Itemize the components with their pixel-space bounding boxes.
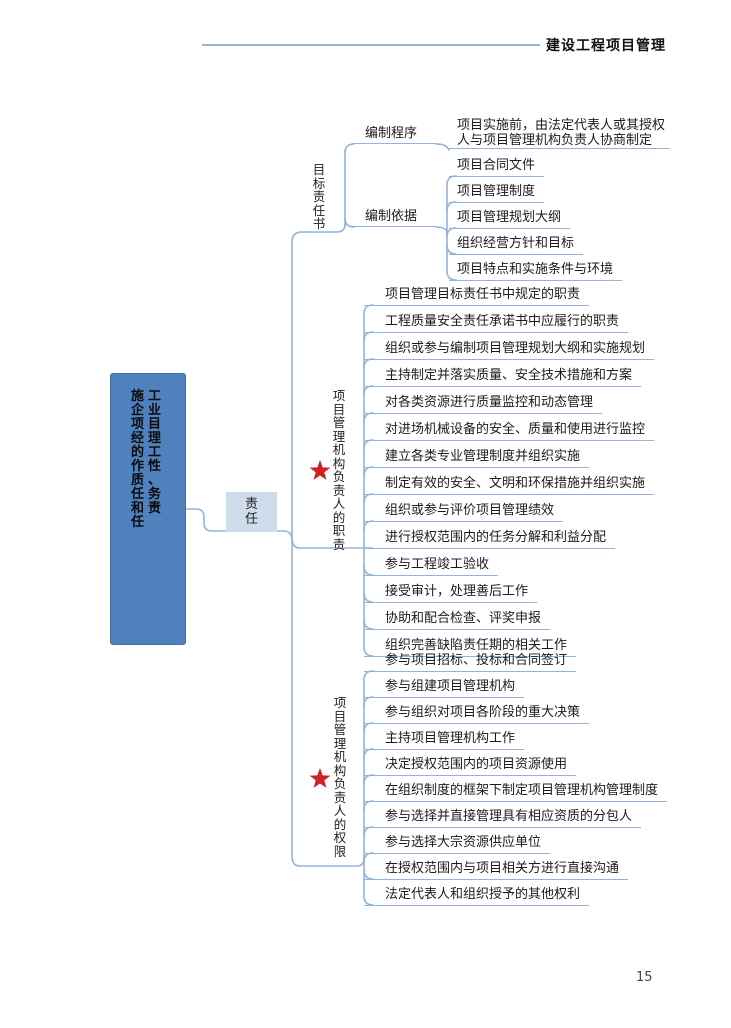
leaf-item: 主持项目管理机构工作 — [364, 730, 525, 750]
branch-label-manager-duties: 项目管理机构负责人的职责 — [332, 388, 346, 552]
leaf-item: 参与工程竣工验收 — [364, 556, 499, 576]
branch-label-target-responsibility-book: 目标责任书 — [312, 162, 326, 231]
branch-label-manager-powers: 项目管理机构负责人的权限 — [333, 695, 347, 859]
leaf-item: 决定授权范围内的项目资源使用 — [364, 756, 577, 776]
leaf-item: 组织或参与编制项目管理规划大纲和实施规划 — [364, 340, 655, 360]
leaf-item: 项目合同文件 — [449, 157, 545, 177]
leaf-item: 协助和配合检查、评奖申报 — [364, 610, 551, 630]
leaf-item: 参与项目招标、投标和合同签订 — [364, 652, 577, 672]
leaf-item: 制定有效的安全、文明和环保措施并组织实施 — [364, 475, 655, 495]
leaf-item: 项目管理规划大纲 — [449, 209, 571, 229]
leaf-item: 组织或参与评价项目管理绩效 — [364, 502, 564, 522]
root-node-label: 施工企业项目经理的工作性质、任务和责任 — [131, 389, 166, 530]
leaf-item: 主持制定并落实质量、安全技术措施和方案 — [364, 367, 642, 387]
leaf-item: 参与组建项目管理机构 — [364, 678, 525, 698]
leaf-item: 在组织制度的框架下制定项目管理机构管理制度 — [364, 782, 668, 802]
red-star-icon — [309, 460, 331, 480]
level1-node-label: 责任 — [244, 496, 258, 528]
leaf-item: 进行授权范围内的任务分解和利益分配 — [364, 529, 616, 549]
leaf-item: 建立各类专业管理制度并组织实施 — [364, 448, 590, 468]
leaf-item: 组织经营方针和目标 — [449, 235, 584, 255]
level1-node: 责任 — [226, 492, 277, 532]
leaf-item: 参与选择大宗资源供应单位 — [364, 834, 551, 854]
leaf-item: 工程质量安全责任承诺书中应履行的职责 — [364, 313, 629, 333]
page-number: 15 — [636, 970, 653, 985]
leaf-item: 对各类资源进行质量监控和动态管理 — [364, 394, 603, 414]
page-title: 建设工程项目管理 — [546, 38, 666, 54]
leaf-item: 参与组织对项目各阶段的重大决策 — [364, 704, 590, 724]
subbranch-label-compilation-basis: 编制依据 — [352, 208, 437, 227]
header-rule — [202, 44, 540, 46]
leaf-item: 在授权范围内与项目相关方进行直接沟通 — [364, 860, 629, 880]
leaf-item: 项目管理目标责任书中规定的职责 — [364, 286, 590, 306]
leaf-item: 项目管理制度 — [449, 183, 545, 203]
leaf-item: 法定代表人和组织授予的其他权利 — [364, 886, 590, 906]
leaf-item: 接受审计，处理善后工作 — [364, 583, 538, 603]
leaf-item: 组织完善缺陷责任期的相关工作 — [364, 637, 577, 657]
leaf-item: 项目实施前，由法定代表人或其授权人与项目管理机构负责人协商制定 — [449, 118, 670, 149]
leaf-item: 项目特点和实施条件与环境 — [449, 261, 623, 281]
subbranch-label-compilation-procedure: 编制程序 — [352, 125, 437, 144]
red-star-icon — [309, 768, 331, 788]
leaf-item: 参与选择并直接管理具有相应资质的分包人 — [364, 808, 642, 828]
root-node: 施工企业项目经理的工作性质、任务和责任 — [110, 373, 186, 645]
leaf-item: 对进场机械设备的安全、质量和使用进行监控 — [364, 421, 655, 441]
